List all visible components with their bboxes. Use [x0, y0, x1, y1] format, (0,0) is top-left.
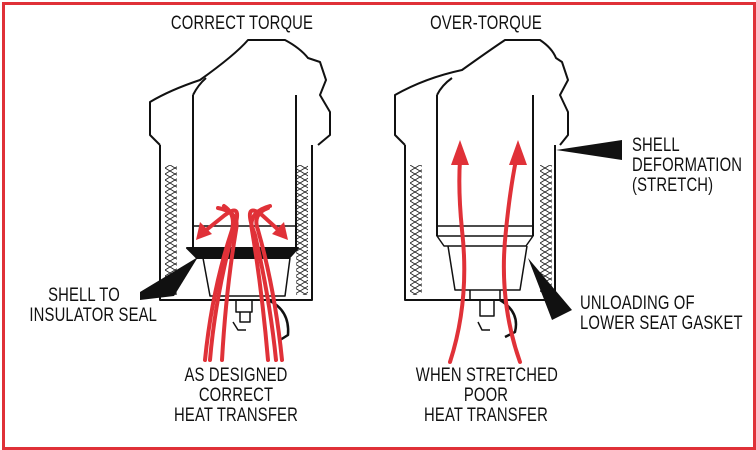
- correct-torque-title: CORRECT TORQUE: [170, 13, 314, 34]
- right-spark-plug: [394, 39, 569, 339]
- left-spark-plug: [149, 39, 331, 342]
- right-heat-arrowheads: [451, 140, 527, 165]
- shell-deformation-label: SHELL DEFORMATION (STRETCH): [632, 135, 743, 196]
- shell-insulator-seal-label: SHELL TO INSULATOR SEAL: [29, 285, 158, 326]
- left-heat-arrows: [198, 204, 286, 362]
- gasket-unloading-pointer: [528, 258, 572, 320]
- left-heat-arrowheads: [196, 222, 288, 240]
- right-caption: WHEN STRETCHED POOR HEAT TRANSFER: [415, 365, 558, 426]
- shell-deformation-pointer: [556, 140, 622, 160]
- lower-seat-gasket-label: UNLOADING OF LOWER SEAT GASKET: [580, 293, 743, 334]
- left-caption: AS DESIGNED CORRECT HEAT TRANSFER: [174, 365, 298, 426]
- left-seal-pointer: [140, 257, 198, 300]
- right-heat-arrows: [448, 158, 522, 364]
- over-torque-title: OVER-TORQUE: [430, 13, 542, 34]
